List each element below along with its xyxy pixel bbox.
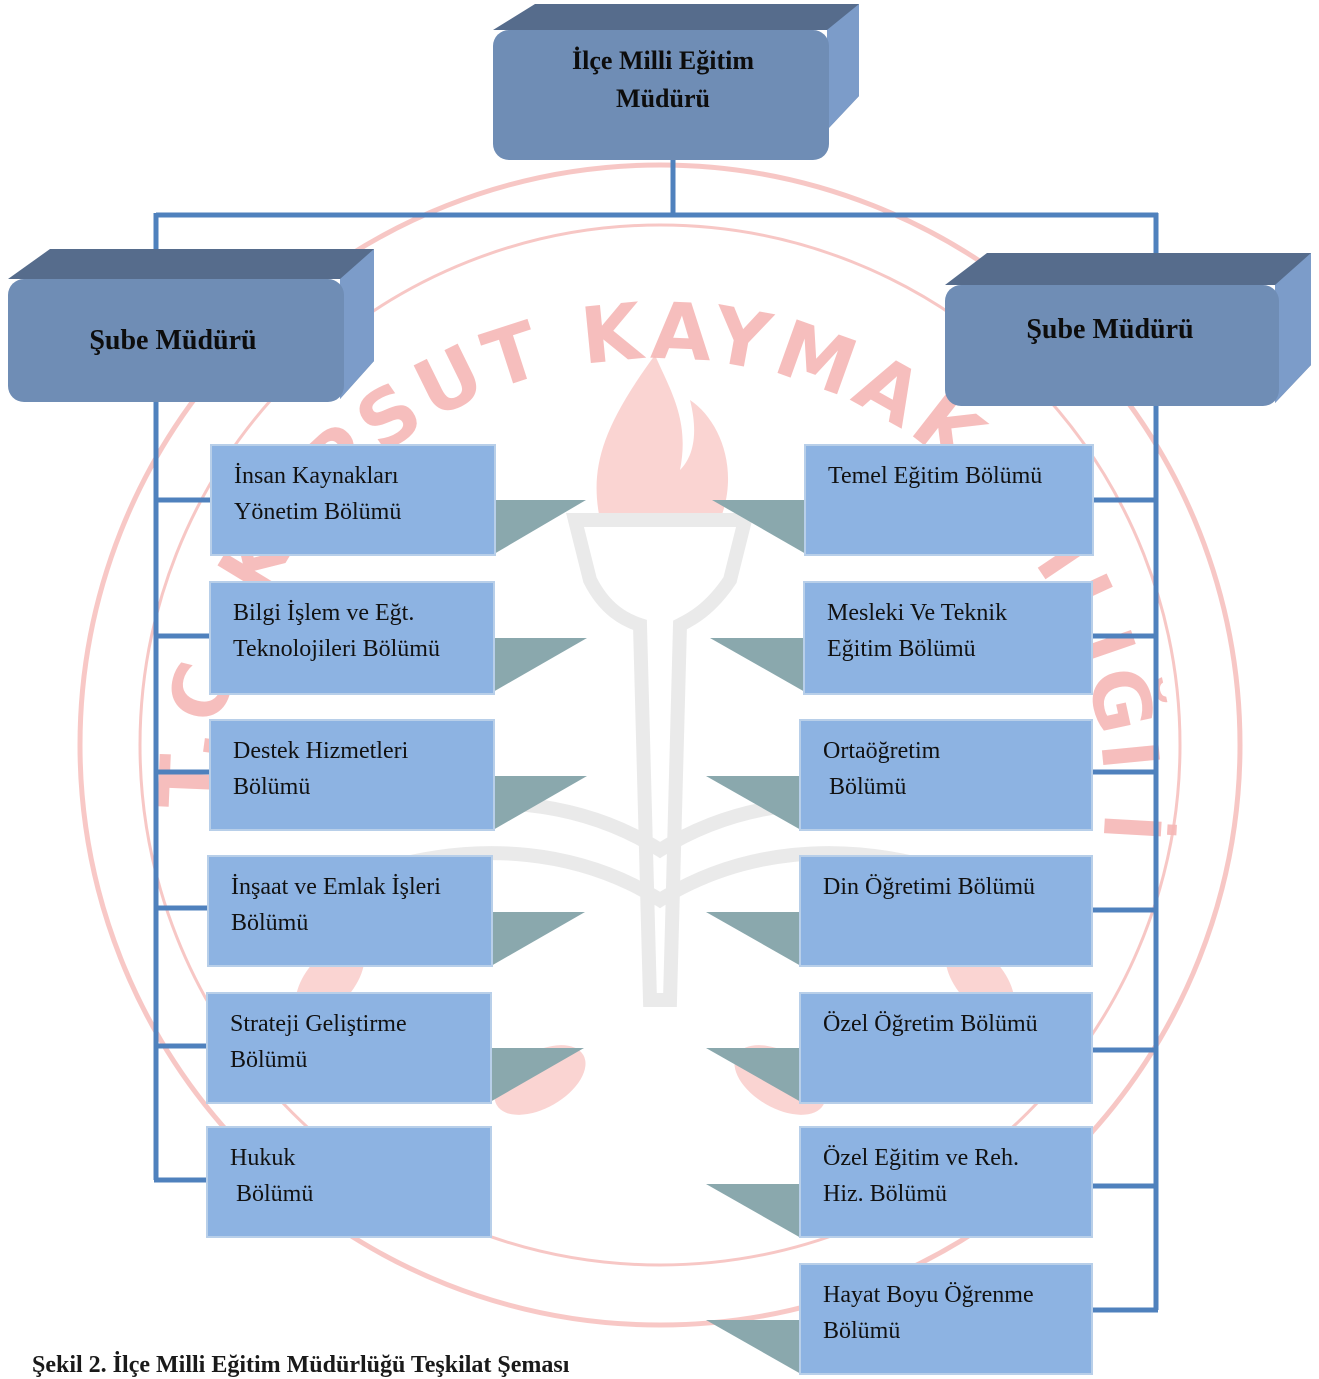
right-dept-1: Temel Eğitim Bölümü <box>804 444 1094 556</box>
director-title-line1: İlçe Milli Eğitim <box>572 46 754 75</box>
dept-line: Bölümü <box>231 910 309 936</box>
left-dept-3: Destek Hizmetleri Bölümü <box>209 719 495 831</box>
right-branch-title: Şube Müdürü <box>1026 314 1194 345</box>
right-dept-4: Din Öğretimi Bölümü <box>799 855 1093 967</box>
pointer-triangle <box>710 638 805 692</box>
dept-line: Eğitim Bölümü <box>827 636 976 662</box>
dept-line: Özel Öğretim Bölümü <box>823 1011 1038 1037</box>
dept-line: Destek Hizmetleri <box>233 738 409 764</box>
right-branch-manager-node: Şube Müdürü <box>945 253 1311 406</box>
dept-line: Strateji Geliştirme <box>230 1011 407 1037</box>
dept-line: Ortaöğretim <box>823 738 941 764</box>
director-title-line2: Müdürü <box>616 84 710 113</box>
dept-line: Hayat Boyu Öğrenme <box>823 1282 1034 1308</box>
pointer-triangle <box>706 1048 801 1102</box>
pointer-triangle <box>493 638 587 692</box>
torch-flame-icon <box>596 355 729 520</box>
dept-line: Bölümü <box>230 1047 308 1073</box>
right-dept-5: Özel Öğretim Bölümü <box>799 992 1093 1104</box>
dept-line: Bölümü <box>823 774 907 800</box>
director-node: İlçe Milli Eğitim Müdürü <box>493 4 859 160</box>
pointer-triangle <box>706 1184 801 1238</box>
watermark-inner-ring <box>138 223 1182 1267</box>
pointer-triangle <box>494 500 586 554</box>
dept-line: İnsan Kaynakları <box>234 463 399 489</box>
dept-line: Özel Eğitim ve Reh. <box>823 1145 1019 1171</box>
pointer-triangle <box>493 776 587 830</box>
dept-line: Temel Eğitim Bölümü <box>828 463 1043 489</box>
pointer-triangle <box>712 500 806 554</box>
pointer-triangle <box>706 776 801 830</box>
dept-line: Teknolojileri Bölümü <box>233 636 440 662</box>
dept-line: Bölümü <box>230 1181 314 1207</box>
dept-line: Bilgi İşlem ve Eğt. <box>233 600 415 626</box>
figure-caption: Şekil 2. İlçe Milli Eğitim Müdürlüğü Teş… <box>32 1352 570 1378</box>
left-branch-manager-node: Şube Müdürü <box>8 249 374 402</box>
pointer-triangle <box>706 1320 801 1374</box>
left-branch-box-shape <box>8 249 374 402</box>
dept-line: Bölümü <box>823 1318 901 1344</box>
left-dept-6: Hukuk Bölümü <box>206 1126 492 1238</box>
dept-line: Bölümü <box>233 774 311 800</box>
pointer-triangle <box>706 912 801 966</box>
director-box-shape <box>493 4 859 160</box>
dept-line: Hiz. Bölümü <box>823 1181 947 1207</box>
dept-line: Mesleki Ve Teknik <box>827 600 1008 626</box>
left-dept-5: Strateji Geliştirme Bölümü <box>206 992 492 1104</box>
left-dept-1: İnsan Kaynakları Yönetim Bölümü <box>210 444 496 556</box>
dept-line: İnşaat ve Emlak İşleri <box>231 874 441 900</box>
right-dept-2: Mesleki Ve Teknik Eğitim Bölümü <box>803 581 1093 695</box>
right-dept-6: Özel Eğitim ve Reh. Hiz. Bölümü <box>799 1126 1093 1238</box>
left-dept-2: Bilgi İşlem ve Eğt. Teknolojileri Bölümü <box>209 581 495 695</box>
left-dept-4: İnşaat ve Emlak İşleri Bölümü <box>207 855 493 967</box>
pointer-triangle <box>491 912 585 966</box>
right-dept-3: Ortaöğretim Bölümü <box>799 719 1093 831</box>
right-branch-box-shape <box>945 253 1311 406</box>
pointer-triangle <box>490 1048 584 1102</box>
right-dept-7: Hayat Boyu Öğrenme Bölümü <box>799 1263 1093 1375</box>
dept-line: Hukuk <box>230 1145 296 1171</box>
watermark-outer-ring <box>77 162 1243 1328</box>
dept-line: Yönetim Bölümü <box>234 499 402 525</box>
left-branch-title: Şube Müdürü <box>89 324 257 356</box>
dept-line: Din Öğretimi Bölümü <box>823 874 1035 900</box>
torch-icon <box>566 513 754 1007</box>
